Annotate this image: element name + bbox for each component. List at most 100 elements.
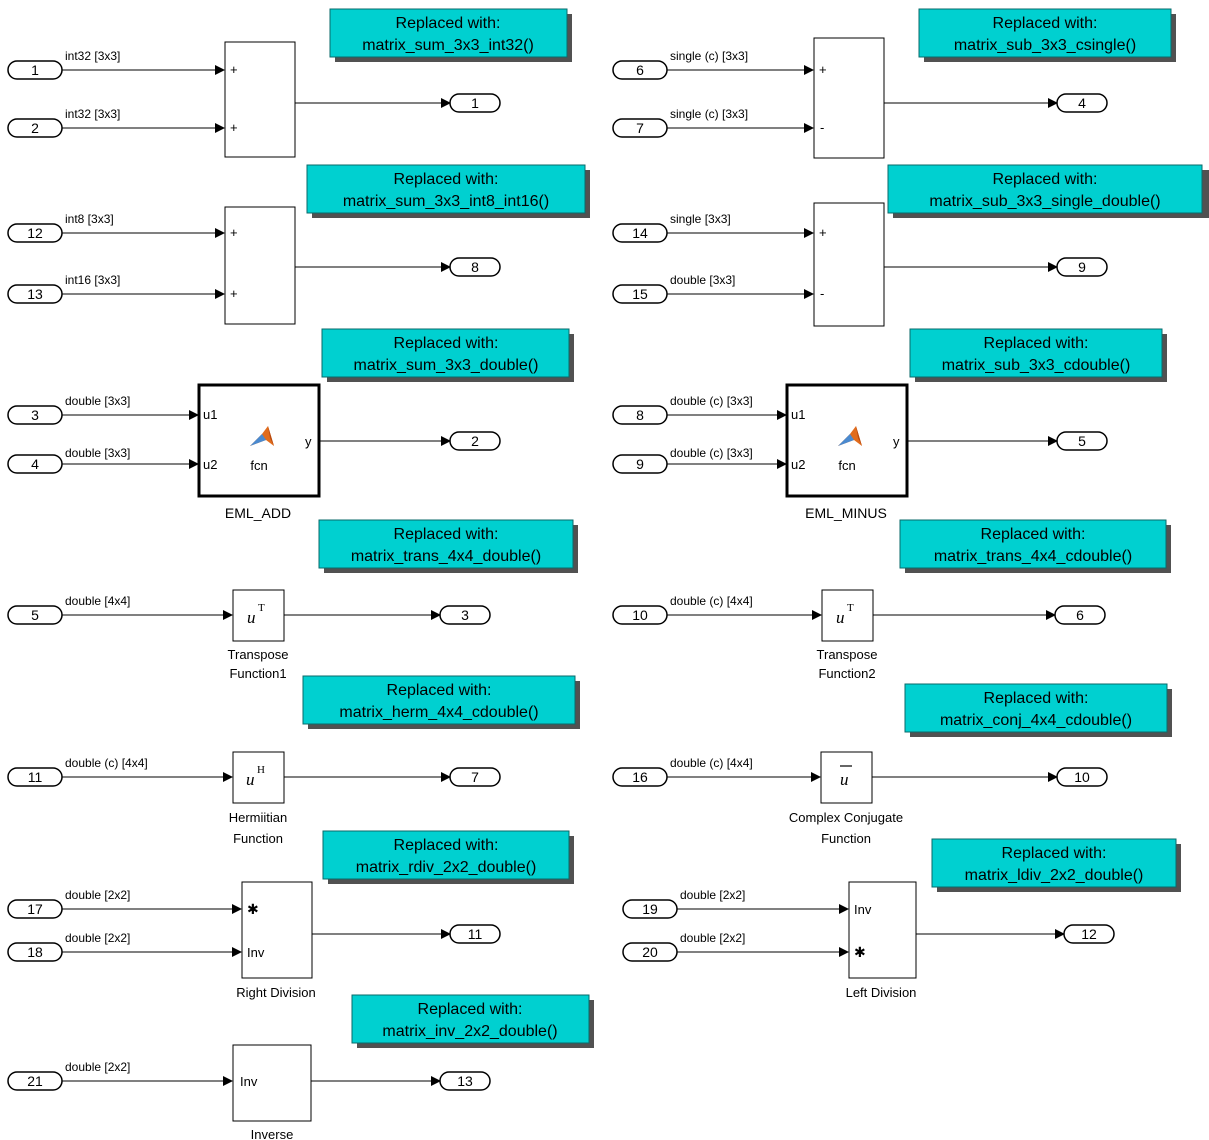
signal-label: single (c) [3x3] (670, 107, 748, 121)
outport-9[interactable]: 9 (1056, 257, 1108, 277)
inport-4[interactable]: 4 (7, 454, 63, 474)
outport-6[interactable]: 6 (1054, 605, 1106, 625)
annotation-function-name: matrix_trans_4x4_double() (351, 548, 541, 565)
outport-number: 4 (1078, 95, 1086, 111)
inport-17[interactable]: 17 (7, 899, 63, 919)
inport-number: 2 (31, 120, 39, 136)
signal-label: int16 [3x3] (65, 273, 120, 287)
annotation-sub-cdouble[interactable]: Replaced with: matrix_sub_3x3_cdouble() (909, 328, 1167, 382)
inport-number: 3 (31, 407, 39, 423)
transpose-block-2[interactable]: u T (821, 589, 874, 642)
inport-12[interactable]: 12 (7, 223, 63, 243)
matlab-function-block-eml-minus[interactable]: u1 u2 y fcn (785, 383, 909, 498)
hermitian-block[interactable]: u H (232, 751, 285, 804)
inport-6[interactable]: 6 (612, 60, 668, 80)
input-port-label: u1 (791, 407, 805, 422)
outport-7[interactable]: 7 (449, 767, 501, 787)
annotation-trans-cdouble[interactable]: Replaced with: matrix_trans_4x4_cdouble(… (899, 519, 1171, 573)
inport-7[interactable]: 7 (612, 118, 668, 138)
outport-10[interactable]: 10 (1056, 767, 1108, 787)
outport-12[interactable]: 12 (1063, 924, 1115, 944)
outport-13[interactable]: 13 (439, 1071, 491, 1091)
inport-8[interactable]: 8 (612, 405, 668, 425)
annotation-sum-int8-int16[interactable]: Replaced with: matrix_sum_3x3_int8_int16… (306, 164, 590, 218)
inverse-port-label: Inv (247, 945, 265, 960)
sum-sign: + (230, 286, 238, 301)
annotation-header: Replaced with: (394, 171, 499, 188)
annotation-sum-int32[interactable]: Replaced with: matrix_sum_3x3_int32() (329, 8, 572, 62)
annotation-ldiv-double[interactable]: Replaced with: matrix_ldiv_2x2_double() (931, 838, 1181, 892)
outport-3[interactable]: 3 (439, 605, 491, 625)
complex-conjugate-block[interactable]: u (820, 751, 873, 804)
matlab-function-block-eml-add[interactable]: u1 u2 y fcn (197, 383, 321, 498)
inport-15[interactable]: 15 (612, 284, 668, 304)
outport-8[interactable]: 8 (449, 257, 501, 277)
annotation-function-name: matrix_sum_3x3_double() (354, 357, 539, 374)
outport-number: 9 (1078, 259, 1086, 275)
transpose-superscript: T (258, 602, 265, 614)
subtract-block-single-double[interactable]: + - (813, 202, 885, 327)
annotation-conj-cdouble[interactable]: Replaced with: matrix_conj_4x4_cdouble() (904, 683, 1172, 737)
inport-number: 10 (632, 607, 648, 623)
annotation-function-name: matrix_sum_3x3_int8_int16() (343, 193, 549, 210)
matlab-logo-icon (838, 426, 862, 446)
inport-9[interactable]: 9 (612, 454, 668, 474)
annotation-function-name: matrix_sub_3x3_cdouble() (942, 357, 1131, 374)
annotation-trans-double[interactable]: Replaced with: matrix_trans_4x4_double() (318, 519, 578, 573)
annotation-header: Replaced with: (993, 171, 1098, 188)
annotation-sum-double[interactable]: Replaced with: matrix_sum_3x3_double() (321, 328, 574, 382)
outport-11[interactable]: 11 (449, 924, 501, 944)
outport-2[interactable]: 2 (449, 431, 501, 451)
annotation-function-name: matrix_rdiv_2x2_double() (356, 859, 537, 876)
inport-19[interactable]: 19 (622, 899, 678, 919)
inport-10[interactable]: 10 (612, 605, 668, 625)
inport-1[interactable]: 1 (7, 60, 63, 80)
signal-label: double [2x2] (680, 888, 745, 902)
signal-label: double [2x2] (65, 1060, 130, 1074)
outport-5[interactable]: 5 (1056, 431, 1108, 451)
block-name-eml-add: EML_ADD (225, 505, 291, 521)
block-name-inverse: Inverse (251, 1127, 294, 1140)
inport-21[interactable]: 21 (7, 1071, 63, 1091)
outport-4[interactable]: 4 (1056, 93, 1108, 113)
annotation-function-name: matrix_sum_3x3_int32() (362, 37, 534, 54)
transpose-block-1[interactable]: u T (232, 589, 285, 642)
u-symbol: u (247, 608, 256, 627)
inport-number: 20 (642, 944, 658, 960)
annotation-function-name: matrix_sub_3x3_single_double() (929, 193, 1160, 210)
inport-3[interactable]: 3 (7, 405, 63, 425)
inport-20[interactable]: 20 (622, 942, 678, 962)
inport-14[interactable]: 14 (612, 223, 668, 243)
inport-18[interactable]: 18 (7, 942, 63, 962)
annotation-rdiv-double[interactable]: Replaced with: matrix_rdiv_2x2_double() (322, 830, 574, 884)
inport-number: 7 (636, 120, 644, 136)
inport-16[interactable]: 16 (612, 767, 668, 787)
annotation-herm-cdouble[interactable]: Replaced with: matrix_herm_4x4_cdouble() (302, 675, 580, 729)
inport-11[interactable]: 11 (7, 767, 63, 787)
block-name-eml-minus: EML_MINUS (805, 505, 887, 521)
inport-2[interactable]: 2 (7, 118, 63, 138)
function-name-label: fcn (838, 458, 855, 473)
outport-number: 2 (471, 433, 479, 449)
inport-number: 12 (27, 225, 43, 241)
right-division-block[interactable]: ✱ Inv (241, 881, 313, 979)
sum-sign: + (230, 225, 238, 240)
left-division-block[interactable]: Inv ✱ (848, 881, 917, 979)
inport-5[interactable]: 5 (7, 605, 63, 625)
signal-label: double [3x3] (65, 394, 130, 408)
block-name-line: Function1 (229, 666, 286, 681)
sum-block-int32[interactable]: + + (224, 41, 296, 158)
annotation-header: Replaced with: (394, 837, 499, 854)
outport-number: 11 (468, 926, 483, 942)
annotation-sub-single-double[interactable]: Replaced with: matrix_sub_3x3_single_dou… (887, 164, 1209, 218)
u-symbol: u (246, 770, 255, 789)
annotation-inv-double[interactable]: Replaced with: matrix_inv_2x2_double() (351, 994, 594, 1048)
inport-number: 4 (31, 456, 39, 472)
annotation-sub-csingle[interactable]: Replaced with: matrix_sub_3x3_csingle() (918, 8, 1176, 62)
outport-1[interactable]: 1 (449, 93, 501, 113)
annotation-function-name: matrix_trans_4x4_cdouble() (934, 548, 1132, 565)
inverse-block[interactable]: Inv (232, 1044, 312, 1122)
inport-13[interactable]: 13 (7, 284, 63, 304)
subtract-block-csingle[interactable]: + - (813, 37, 885, 159)
sum-block-int8-int16[interactable]: + + (224, 206, 296, 325)
